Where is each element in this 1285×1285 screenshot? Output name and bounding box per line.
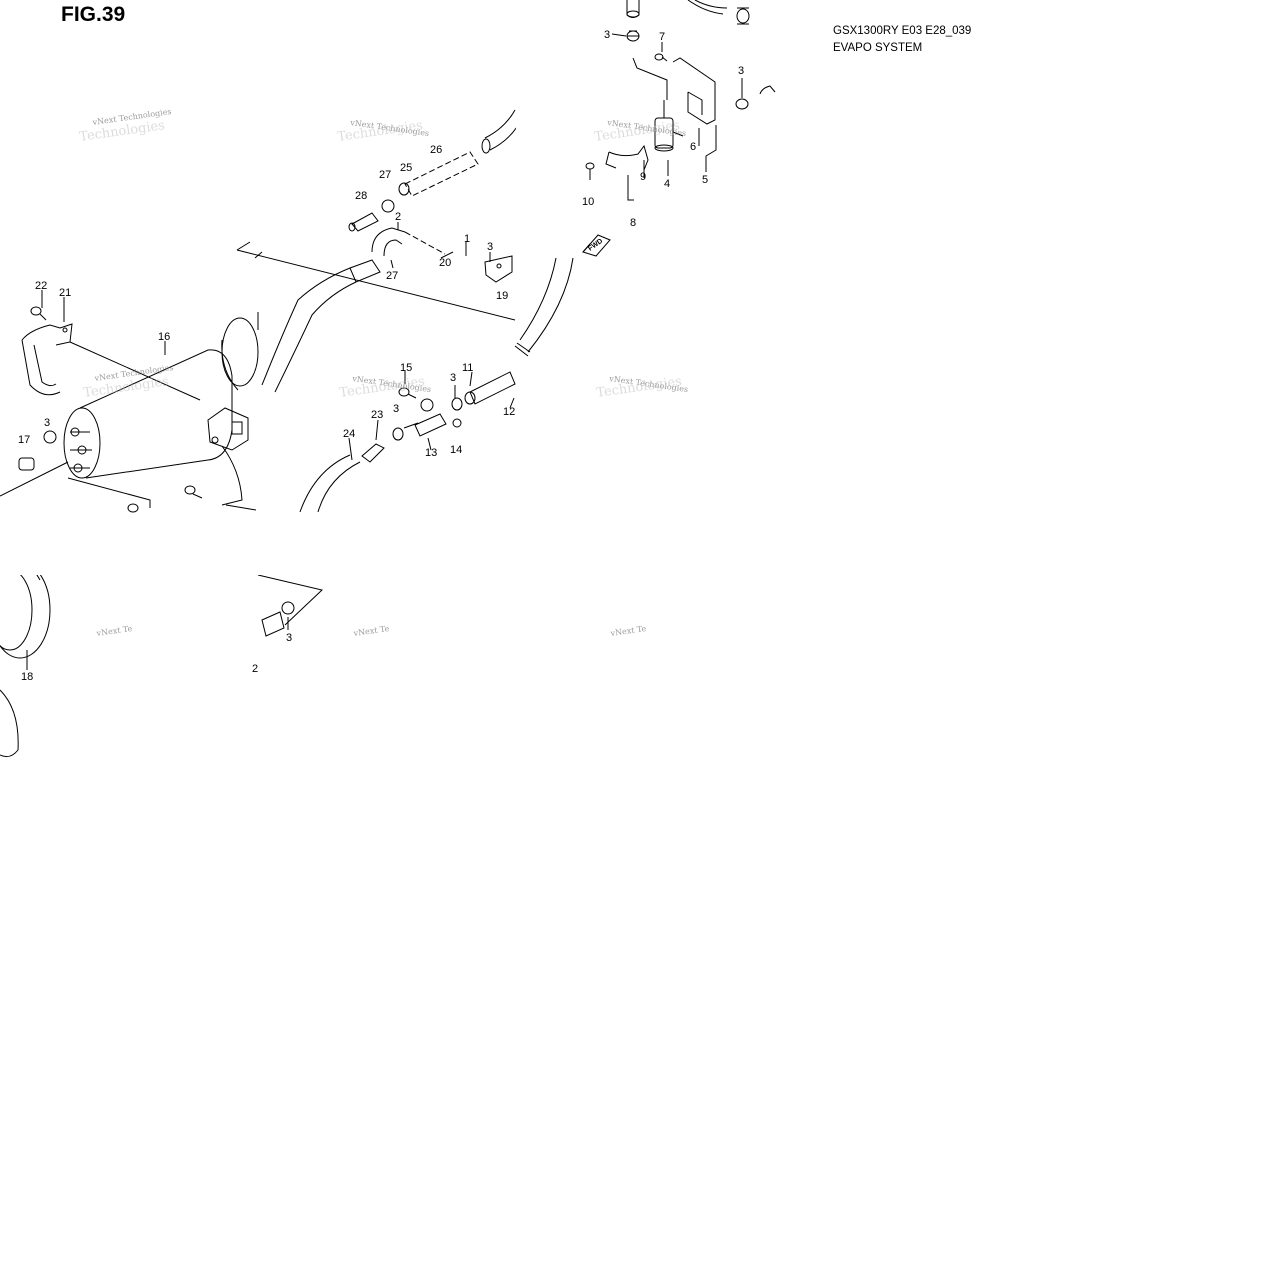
clip-region-1 [516, 0, 556, 240]
watermark-2: vNext Technologies Technologies [336, 118, 429, 145]
callout-20: 20 [439, 257, 451, 269]
clamp-part-20 [440, 251, 454, 259]
callout-22: 22 [35, 280, 47, 292]
hose-junction [261, 259, 381, 393]
clip-region-3 [258, 460, 298, 515]
hose-top-right [687, 0, 750, 25]
hose-part-24 [299, 454, 361, 513]
callout-12: 12 [503, 406, 515, 418]
svg-text:vNext Te: vNext Te [352, 624, 390, 638]
bolt-part-15 [398, 387, 417, 399]
fwd-arrow [582, 234, 611, 257]
callout-19: 19 [496, 290, 508, 302]
watermark-5: vNext Technologies Technologies [338, 374, 431, 401]
large-elbow-pipe [221, 312, 259, 391]
canister-part-16 [63, 349, 233, 479]
hose-part-12 [514, 257, 574, 357]
callout-15: 15 [400, 362, 412, 374]
callout-1: 1 [464, 233, 470, 245]
bracket-part-9 [605, 144, 649, 171]
callout-5: 5 [702, 174, 708, 186]
callout-6: 6 [690, 141, 696, 153]
lower-hose [257, 574, 324, 637]
svg-text:vNext Te: vNext Te [609, 624, 647, 638]
clamp-part-27-top [381, 199, 395, 213]
bracket-part-19 [484, 255, 513, 283]
callout-9: 9 [640, 171, 646, 183]
callout-3-right: 3 [738, 65, 744, 77]
plug-part-17 [18, 457, 35, 471]
callout-18: 18 [21, 671, 33, 683]
bolt-part-10 [585, 162, 595, 180]
fitting-part-25 [398, 182, 410, 196]
model-code: GSX1300RY E03 E28_039 [833, 25, 972, 37]
valve-part-13 [403, 398, 462, 437]
fitting-part-11 [464, 371, 516, 405]
figure-title: FIG.39 [61, 3, 126, 26]
callout-11: 11 [462, 362, 473, 374]
callout-3-left: 3 [44, 417, 50, 429]
system-name: EVAPO SYSTEM [833, 42, 923, 54]
bolt-part-7 [654, 53, 668, 62]
clamp-part-3-left-mid [392, 427, 404, 441]
callout-24: 24 [343, 428, 355, 440]
callout-3-top: 3 [604, 29, 610, 41]
callout-3-bracket: 3 [487, 241, 493, 253]
watermark-9: vNext Te [609, 624, 647, 638]
callout-13: 13 [425, 447, 437, 459]
top-stub-tube [626, 0, 640, 18]
bracket-part-6 [672, 57, 716, 125]
callout-28: 28 [355, 190, 367, 202]
callout-27-lower: 27 [386, 270, 398, 282]
clamp-part-3-top [626, 30, 640, 42]
fitting-part-23 [361, 443, 385, 463]
valve-part-4 [654, 100, 684, 152]
callout-3-mid: 3 [450, 372, 456, 384]
callout-27-top: 27 [379, 169, 391, 181]
callout-7: 7 [659, 31, 665, 43]
callout-10: 10 [582, 196, 594, 208]
callout-2: 2 [395, 211, 401, 223]
callout-4: 4 [664, 178, 670, 190]
bracket-part-21 [21, 323, 201, 401]
clip-region-2 [0, 515, 520, 575]
watermark-7: vNext Te [95, 624, 133, 638]
clamp-part-3-left [43, 430, 57, 444]
callout-14: 14 [450, 444, 462, 456]
callout-21: 21 [59, 287, 71, 299]
hose-part-26 [404, 109, 521, 197]
watermark-8: vNext Te [352, 624, 390, 638]
canister-lower-bolt [127, 485, 203, 513]
ring-part-18 [0, 559, 51, 758]
callout-23: 23 [371, 409, 383, 421]
callout-8: 8 [630, 217, 636, 229]
fitting-part-28 [348, 212, 379, 232]
callout-3-left-mid: 3 [393, 403, 399, 415]
canister-bracket [207, 407, 257, 511]
hose-part-2 [371, 227, 446, 257]
callout-16: 16 [158, 331, 170, 343]
callout-26: 26 [430, 144, 442, 156]
watermark-1: vNext Technologies Technologies [78, 107, 172, 145]
callout-17: 17 [18, 434, 30, 446]
watermark-4: vNext Technologies Technologies [82, 363, 174, 401]
callout-2-bottom: 2 [252, 663, 258, 675]
callout-3-bottom: 3 [286, 632, 292, 644]
svg-text:vNext Te: vNext Te [95, 624, 133, 638]
watermark-6: vNext Technologies Technologies [595, 374, 688, 401]
bolt-part-22 [30, 306, 47, 321]
callout-25: 25 [400, 162, 412, 174]
clamp-part-3-right [735, 78, 749, 110]
clamp-part-3-mid [451, 397, 463, 411]
